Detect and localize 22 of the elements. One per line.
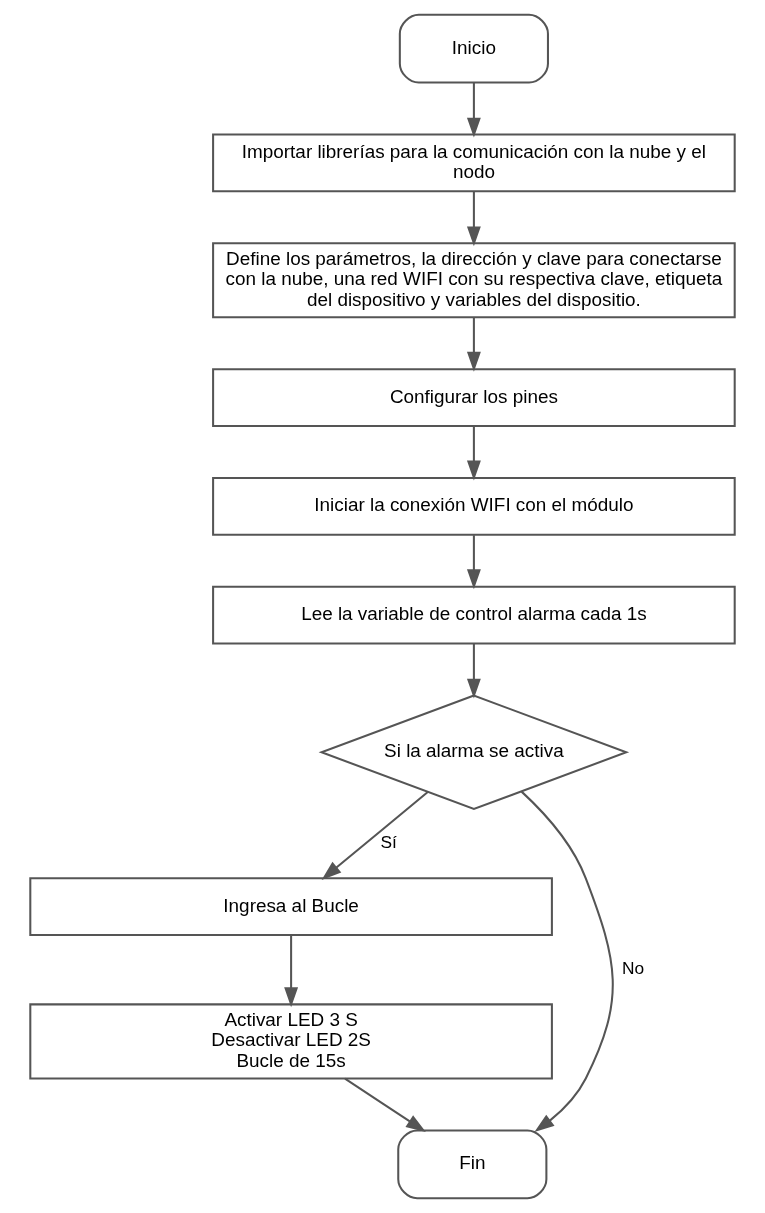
arrow [466, 317, 481, 372]
arrow [466, 82, 481, 138]
arrow [466, 643, 481, 699]
node-box: Configurar los pines [212, 368, 736, 428]
node-box: Iniciar la conexión WIFI con el módulo [212, 477, 736, 536]
arrow [344, 1077, 426, 1133]
arrow [284, 935, 299, 1008]
node-box: Lee la variable de control alarma cada 1s [212, 585, 736, 645]
node-box: Activar LED 3 S Desactivar LED 2S Bucle de 15s [29, 1003, 553, 1080]
node-box: Importar librerías para la comunicación con la nube y el nodo [212, 133, 736, 193]
arrow [466, 426, 481, 481]
arrow [466, 191, 481, 247]
arrow [466, 535, 481, 590]
arrow [520, 790, 614, 1133]
node-box: Ingresa al Bucle [29, 877, 553, 937]
edge-label: Sí [380, 832, 397, 853]
node-box: Inicio [398, 13, 549, 84]
edge-label: No [621, 958, 645, 979]
node-box: Fin [397, 1129, 548, 1200]
node-diamond: Si la alarma se activa [318, 694, 630, 811]
node-box: Define los parámetros, la dirección y clave para conectarse con la nube, una red WIFI con su respectiva clave, etiqueta del dispositivo y variables del dispositio. [212, 242, 736, 319]
arrow [321, 791, 429, 880]
